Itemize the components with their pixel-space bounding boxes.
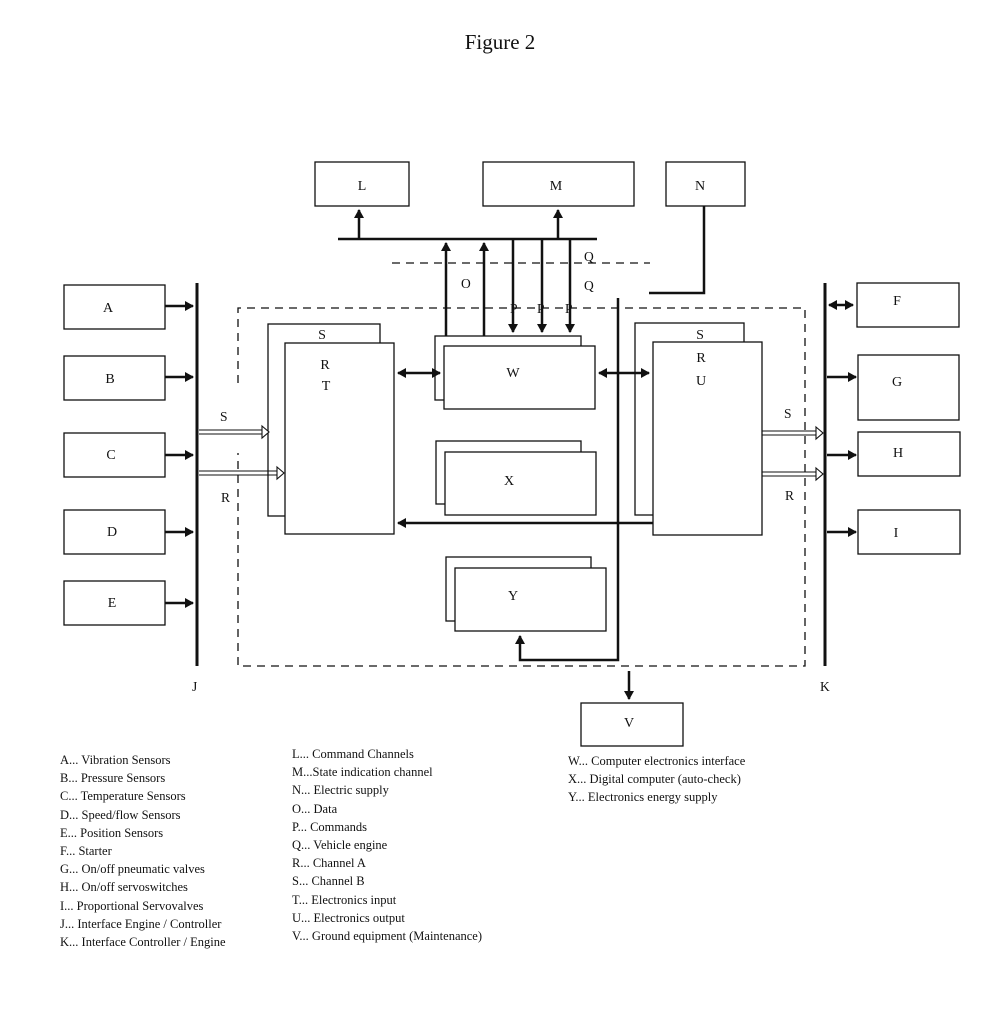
block-A-label: A: [103, 301, 114, 316]
block-Y-label: Y: [508, 589, 518, 604]
legend-item: S... Channel B: [292, 874, 365, 889]
block-M: M: [482, 161, 635, 207]
block-I-label: I: [894, 526, 899, 541]
block-B-label: B: [105, 372, 114, 387]
bus-label-K: K: [820, 679, 830, 694]
block-I: I: [857, 509, 961, 555]
legend-item: F... Starter: [60, 844, 112, 859]
legend-item: V... Ground equipment (Maintenance): [292, 929, 482, 944]
block-N-label: N: [695, 179, 705, 194]
command-label-P1: P: [510, 301, 518, 316]
electric-supply-line: [649, 206, 706, 295]
engine-label-Q-lower: Q: [584, 278, 594, 293]
legend-item: M...State indication channel: [292, 765, 433, 780]
legend-item: W... Computer electronics interface: [568, 754, 746, 768]
legend-item: B... Pressure Sensors: [60, 771, 166, 786]
block-D: D: [63, 509, 166, 555]
right-R-hollow-arrow: [762, 466, 824, 482]
legend-item: Y... Electronics energy supply: [568, 790, 718, 805]
block-M-label: M: [550, 179, 563, 194]
legend-item: J... Interface Engine / Controller: [60, 916, 222, 931]
legend-item: G... On/off pneumatic valves: [60, 862, 205, 877]
legend-item: P... Commands: [292, 819, 368, 834]
block-F: F: [856, 282, 960, 328]
right-R-label: R: [785, 488, 794, 503]
legend-item: E... Position Sensors: [60, 825, 164, 840]
right-channel-block: S R U: [634, 322, 763, 536]
right-channel-S-label: S: [696, 328, 704, 343]
block-C-label: C: [106, 448, 115, 463]
left-channel-T-label: T: [322, 379, 331, 394]
block-A: A: [63, 284, 166, 330]
legend-item: D... Speed/flow Sensors: [60, 807, 181, 822]
figure-title: Figure 2: [464, 30, 536, 54]
block-G: G: [857, 354, 960, 421]
left-channel-front: [284, 342, 395, 535]
legend-item: A... Vibration Sensors: [60, 753, 171, 767]
block-V: V: [580, 702, 684, 747]
block-X-label: X: [504, 474, 514, 489]
left-S-label: S: [220, 409, 228, 424]
block-W: W: [434, 335, 596, 410]
block-V-label: V: [624, 716, 634, 731]
legend-item: R... Channel A: [292, 856, 366, 871]
right-channel-front: [652, 341, 763, 536]
legend-item: N... Electric supply: [292, 783, 389, 798]
block-Y: Y: [445, 556, 607, 632]
legend-item: I... Proportional Servovalves: [60, 898, 204, 913]
block-X: X: [435, 440, 597, 516]
command-label-P3: P: [565, 301, 573, 316]
left-S-hollow-arrow: [199, 424, 270, 440]
right-channel-U-label: U: [696, 374, 706, 389]
right-S-hollow-arrow: [762, 425, 824, 441]
block-G-label: G: [892, 375, 902, 390]
supply-line-to-Y: [515, 298, 620, 662]
block-N: N: [665, 161, 746, 207]
block-F-label: F: [893, 294, 901, 309]
right-S-label: S: [784, 406, 792, 421]
block-B: B: [63, 355, 166, 401]
legend-item: O... Data: [292, 801, 338, 816]
left-channel-S-label: S: [318, 328, 326, 343]
data-label-O: O: [461, 276, 471, 291]
controller-boundary: [237, 307, 806, 667]
right-channel-R-label: R: [696, 351, 706, 366]
left-channel-block: S R T: [267, 323, 395, 535]
block-E-label: E: [108, 596, 117, 611]
left-R-hollow-arrow: [199, 465, 285, 481]
legend-item: H... On/off servoswitches: [60, 880, 188, 895]
legend-item: T... Electronics input: [292, 892, 397, 907]
legend-item: L... Command Channels: [292, 747, 414, 761]
bus-label-J: J: [192, 679, 197, 694]
block-H-label: H: [893, 446, 903, 461]
legend-item: C... Temperature Sensors: [60, 789, 186, 804]
block-L: L: [314, 161, 410, 207]
legend-item: X... Digital computer (auto-check): [568, 772, 741, 787]
legend-item: K... Interface Controller / Engine: [60, 935, 226, 950]
left-channel-R-label: R: [320, 358, 330, 373]
left-R-label: R: [221, 490, 230, 505]
legend-item: U... Electronics output: [292, 910, 405, 925]
block-H: H: [857, 431, 961, 477]
legend-column-2: L... Command Channels M...State indicati…: [292, 745, 482, 945]
block-C: C: [63, 432, 166, 478]
block-E: E: [63, 580, 166, 626]
legend-column-1: A... Vibration Sensors B... Pressure Sen…: [60, 751, 226, 951]
legend-column-3: W... Computer electronics interface X...…: [568, 752, 745, 807]
block-L-label: L: [358, 179, 367, 194]
block-D-label: D: [107, 525, 117, 540]
legend-item: Q... Vehicle engine: [292, 838, 388, 853]
engine-label-Q-upper: Q: [584, 249, 594, 264]
command-label-P2: P: [537, 301, 545, 316]
block-W-label: W: [506, 366, 520, 381]
